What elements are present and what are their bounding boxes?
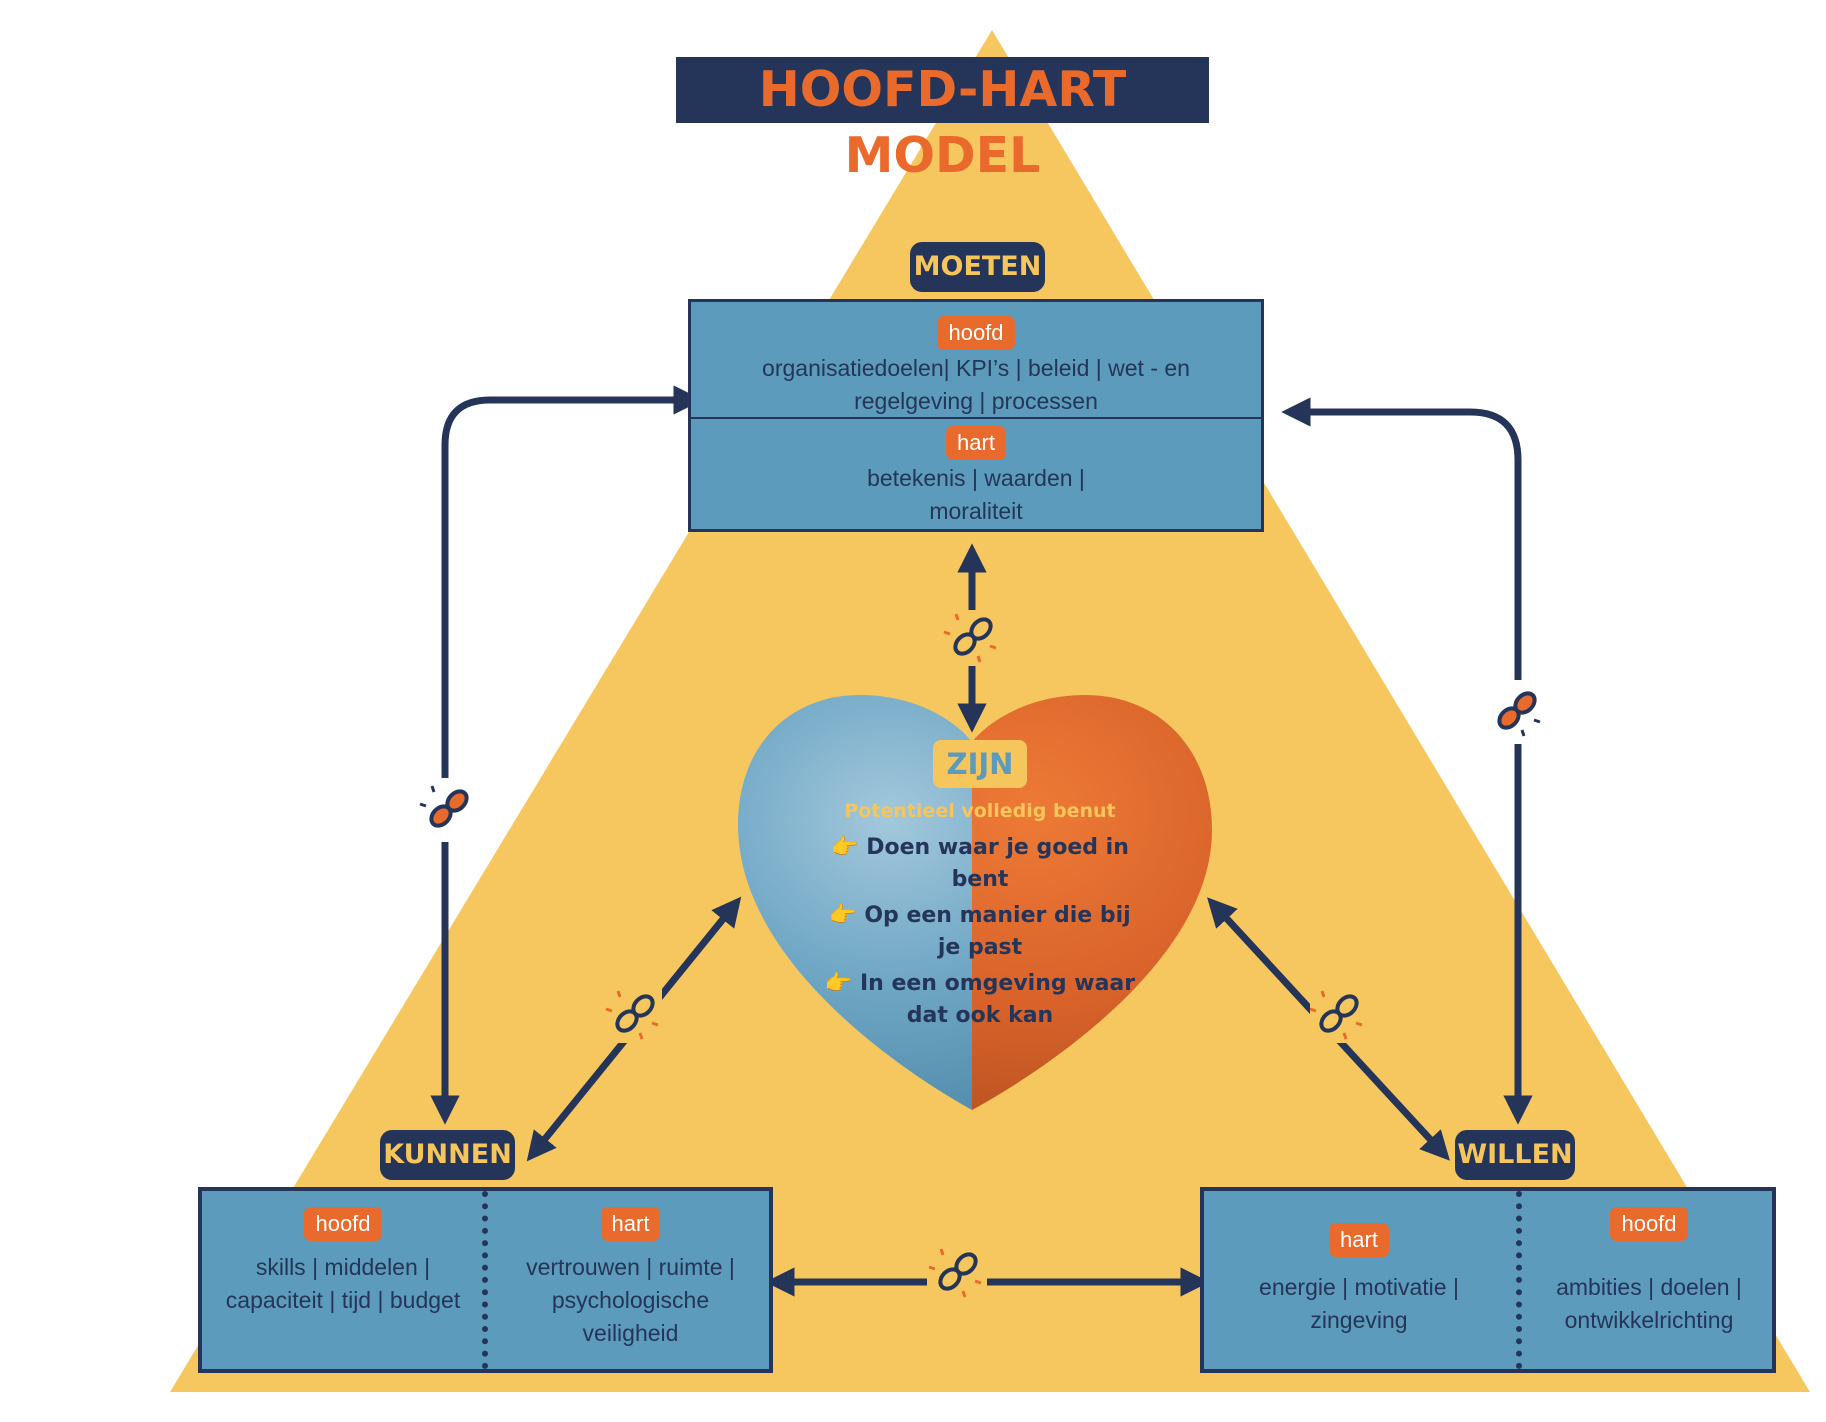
broken-link-icon	[1486, 680, 1546, 744]
zijn-bullet: 👉 Doen waar je goed in	[760, 832, 1200, 864]
broken-link-icon	[418, 778, 478, 842]
zijn-bullet-text: dat ook kan	[906, 1003, 1054, 1028]
divider	[482, 1191, 488, 1369]
zijn-bullet-text: je past	[937, 935, 1023, 960]
kunnen-box: hoofd skills | middelen | capaciteit | t…	[198, 1187, 773, 1373]
willen-hoofd-text: ambities | doelen |	[1556, 1274, 1742, 1300]
hoofd-tag: hoofd	[304, 1207, 382, 1241]
moeten-hoofd-text: organisatiedoelen| KPI’s | beleid | wet …	[762, 355, 1190, 381]
willen-hart-text: energie | motivatie |	[1259, 1274, 1459, 1300]
zijn-subtitle: Potentieel volledig benut	[844, 800, 1116, 822]
kunnen-hoofd-section: hoofd skills | middelen | capaciteit | t…	[202, 1207, 484, 1317]
willen-box: hart energie | motivatie | zingeving hoo…	[1200, 1187, 1776, 1373]
kunnen-label: KUNNEN	[380, 1130, 515, 1180]
willen-hoofd-section: hoofd ambities | doelen | ontwikkelricht…	[1526, 1207, 1772, 1337]
moeten-hoofd-text: regelgeving | processen	[854, 388, 1098, 414]
kunnen-hoofd-text: capaciteit | tijd | budget	[225, 1287, 461, 1313]
moeten-hoofd-section: hoofd organisatiedoelen| KPI’s | beleid …	[691, 316, 1261, 418]
willen-hart-section: hart energie | motivatie | zingeving	[1204, 1223, 1514, 1337]
willen-hoofd-text: ontwikkelrichting	[1564, 1307, 1734, 1333]
zijn-content: ZIJN Potentieel volledig benut 👉 Doen wa…	[760, 740, 1200, 1032]
divider	[1516, 1191, 1522, 1369]
zijn-label: ZIJN	[932, 740, 1028, 788]
kunnen-hart-section: hart vertrouwen | ruimte | psychologisch…	[492, 1207, 769, 1350]
connector-moeten-kunnen	[430, 385, 703, 1125]
hart-tag: hart	[600, 1207, 661, 1241]
connector-moeten-willen	[1281, 397, 1533, 1125]
zijn-bullet-text: Doen waar je goed in	[866, 835, 1129, 860]
hart-tag: hart	[946, 426, 1006, 460]
zijn-bullet: 👉 Op een manier die bij	[760, 900, 1200, 932]
zijn-bullet-text: bent	[951, 867, 1009, 892]
willen-label: WILLEN	[1455, 1130, 1575, 1180]
moeten-hart-text: moraliteit	[929, 498, 1023, 524]
zijn-bullet: 👉 In een omgeving waar	[760, 968, 1200, 1000]
hoofd-tag: hoofd	[937, 316, 1015, 350]
kunnen-hart-text: veiligheid	[582, 1320, 679, 1346]
pointing-hand-icon: 👉	[831, 835, 859, 860]
kunnen-hoofd-text: skills | middelen |	[255, 1254, 431, 1280]
pointing-hand-icon: 👉	[824, 971, 853, 996]
hoofd-tag: hoofd	[1610, 1207, 1688, 1241]
broken-link-icon	[605, 987, 662, 1043]
page-title: HOOFD-HART MODEL	[676, 57, 1209, 184]
heart-shape	[738, 695, 1212, 1110]
moeten-box: hoofd organisatiedoelen| KPI’s | beleid …	[688, 299, 1264, 532]
moeten-hart-text: betekenis | waarden |	[867, 465, 1085, 491]
kunnen-hart-text: vertrouwen | ruimte |	[526, 1254, 735, 1280]
zijn-bullet-text: In een omgeving waar	[859, 971, 1136, 996]
moeten-hart-section: hart betekenis | waarden | moraliteit	[691, 426, 1261, 528]
kunnen-hart-text: psychologische	[551, 1287, 710, 1313]
willen-hart-text: zingeving	[1310, 1307, 1408, 1333]
divider	[691, 417, 1261, 419]
broken-link-icon	[1309, 987, 1366, 1043]
hart-tag: hart	[1329, 1223, 1389, 1257]
moeten-label: MOETEN	[910, 242, 1045, 292]
broken-link-icon	[943, 610, 1000, 666]
pointing-hand-icon: 👉	[829, 903, 857, 928]
broken-link-icon	[927, 1243, 987, 1303]
zijn-bullet-text: Op een manier die bij	[864, 903, 1131, 928]
